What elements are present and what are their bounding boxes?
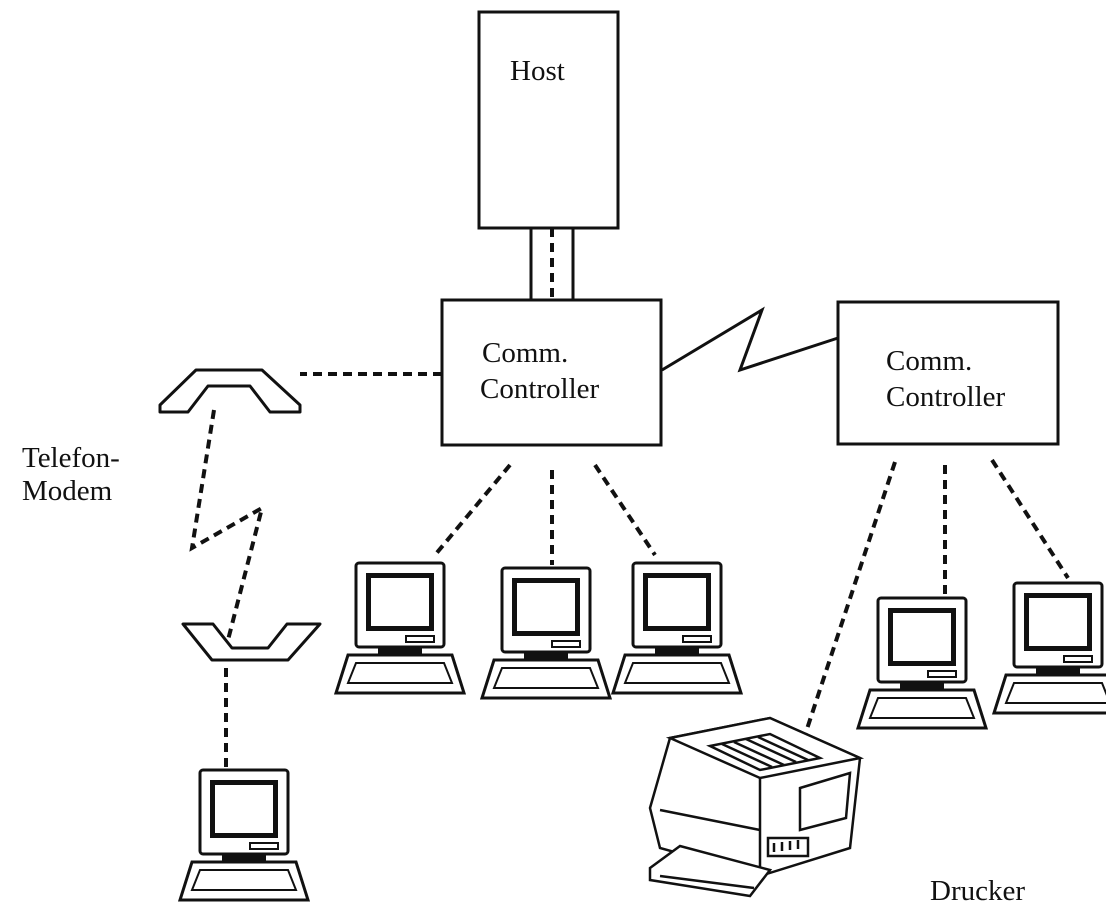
- phone-handset-icon: [181, 622, 322, 662]
- computer-icon: [611, 561, 743, 695]
- controller-2-box: [836, 300, 1060, 446]
- phone-handset-icon: [158, 368, 302, 414]
- controller-wan-link: [661, 306, 839, 373]
- computer-icon: [856, 596, 988, 730]
- controller-2-label-line-2: Controller: [886, 381, 1006, 413]
- controller-1-label-line-1: Comm.: [482, 337, 568, 369]
- printer-link: [803, 461, 897, 736]
- controller-1-label-line-2: Controller: [480, 373, 600, 405]
- printer-icon: [648, 716, 865, 898]
- printer-label: Drucker: [930, 875, 1025, 907]
- host-label: Host: [510, 55, 565, 87]
- computer-icon: [480, 566, 612, 700]
- terminal-link-3: [593, 463, 657, 557]
- host-box: [477, 10, 620, 230]
- controller-2-node: Comm. Controller: [836, 300, 1060, 446]
- terminal-link-5: [990, 458, 1070, 580]
- terminal-link-1: [433, 463, 512, 557]
- modem-label-line-2: Modem: [22, 475, 113, 507]
- host-node: Host: [477, 10, 620, 230]
- controller-1-node: Comm. Controller: [440, 298, 663, 447]
- modem-label-line-1: Telefon-: [22, 442, 120, 474]
- computer-icon: [178, 768, 310, 902]
- computer-icon: [992, 581, 1106, 715]
- connections: [189, 228, 1070, 770]
- computer-icon: [334, 561, 466, 695]
- modem-link: [189, 409, 266, 641]
- controller-1-box: [440, 298, 663, 447]
- controller-2-label-line-1: Comm.: [886, 345, 972, 377]
